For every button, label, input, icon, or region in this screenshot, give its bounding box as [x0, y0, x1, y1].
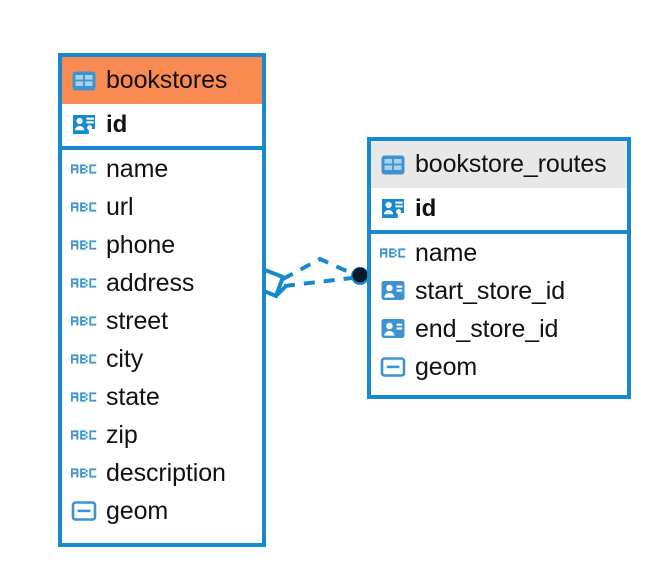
- field-row-name[interactable]: name: [371, 234, 627, 272]
- field-row-url[interactable]: url: [62, 188, 262, 226]
- text-abc-icon: [71, 430, 97, 440]
- primary-key-icon: [73, 115, 95, 136]
- field-row-geom[interactable]: geom: [371, 348, 627, 386]
- foreign-key-icon: [381, 319, 405, 338]
- field-row-state[interactable]: state: [62, 378, 262, 416]
- field-label: geom: [415, 352, 478, 381]
- relationship-line-middle: [283, 276, 353, 288]
- entity-title: bookstores: [106, 66, 228, 94]
- field-row-primary-key[interactable]: id: [62, 104, 262, 146]
- field-label: name: [415, 238, 478, 267]
- entity-bookstores[interactable]: bookstores id: [58, 53, 266, 547]
- text-abc-icon: [71, 468, 97, 478]
- text-abc-icon: [71, 316, 97, 326]
- text-abc-icon: [71, 202, 97, 212]
- field-label: id: [106, 111, 128, 138]
- field-label: name: [106, 154, 169, 183]
- field-row-start-store-id[interactable]: start_store_id: [371, 272, 627, 310]
- primary-key-separator: [371, 230, 627, 234]
- field-row-street[interactable]: street: [62, 302, 262, 340]
- field-label: url: [106, 192, 134, 221]
- text-abc-icon: [380, 248, 406, 258]
- field-row-geom[interactable]: geom: [62, 492, 262, 530]
- field-row-zip[interactable]: zip: [62, 416, 262, 454]
- field-row-city[interactable]: city: [62, 340, 262, 378]
- relationship-line-branch: [282, 256, 354, 281]
- field-label: city: [106, 344, 144, 373]
- entity-header-bookstores[interactable]: bookstores: [62, 57, 262, 104]
- table-icon: [381, 155, 405, 174]
- field-row-description[interactable]: description: [62, 454, 262, 492]
- field-label: start_store_id: [415, 276, 566, 305]
- field-label: zip: [106, 420, 138, 449]
- field-label: id: [415, 195, 437, 222]
- field-label: state: [106, 382, 160, 411]
- entity-title: bookstore_routes: [415, 150, 607, 178]
- field-label: end_store_id: [415, 314, 559, 343]
- field-label: phone: [106, 230, 176, 259]
- field-row-phone[interactable]: phone: [62, 226, 262, 264]
- primary-key-separator: [62, 146, 262, 150]
- primary-key-icon: [382, 199, 404, 220]
- table-icon: [72, 71, 96, 90]
- field-label: description: [106, 458, 226, 487]
- geometry-icon: [71, 501, 97, 521]
- text-abc-icon: [71, 278, 97, 288]
- foreign-key-icon: [381, 281, 405, 300]
- field-label: geom: [106, 496, 169, 525]
- geometry-icon: [380, 357, 406, 377]
- field-label: address: [106, 268, 195, 297]
- entity-header-bookstore-routes[interactable]: bookstore_routes: [371, 141, 627, 188]
- text-abc-icon: [71, 164, 97, 174]
- field-row-name[interactable]: name: [62, 150, 262, 188]
- text-abc-icon: [71, 240, 97, 250]
- entity-bookstore-routes[interactable]: bookstore_routes id: [367, 137, 631, 399]
- field-row-end-store-id[interactable]: end_store_id: [371, 310, 627, 348]
- field-label: street: [106, 306, 168, 335]
- text-abc-icon: [71, 354, 97, 364]
- text-abc-icon: [71, 392, 97, 402]
- field-list-bookstores: name url: [62, 150, 262, 530]
- field-row-address[interactable]: address: [62, 264, 262, 302]
- field-row-primary-key[interactable]: id: [371, 188, 627, 230]
- field-list-bookstore-routes: name start_store_id: [371, 234, 627, 386]
